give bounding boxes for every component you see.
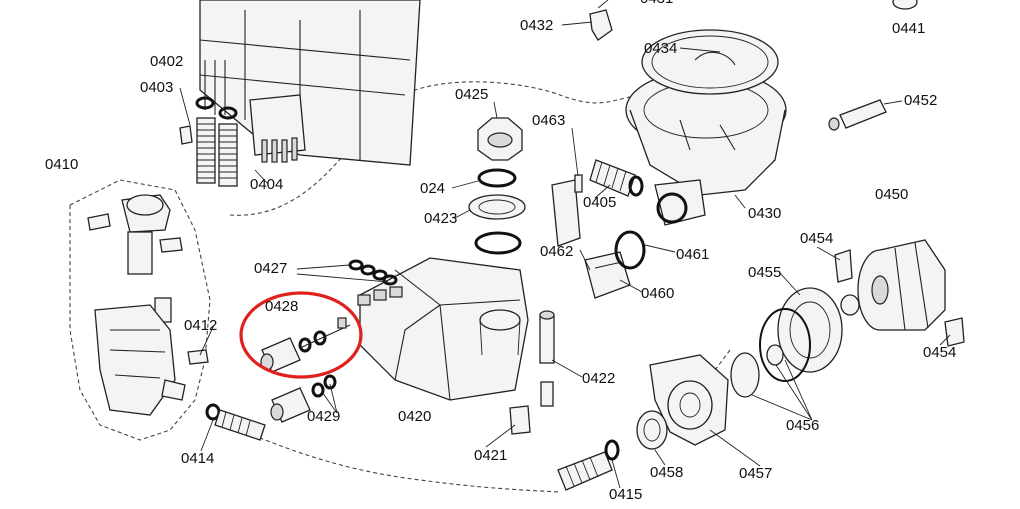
label-0431[interactable]: 0431: [640, 0, 673, 7]
pump-cover-0455: [777, 287, 843, 373]
label-0405[interactable]: 0405: [583, 194, 617, 211]
clip-0405-upper: [574, 174, 583, 193]
valve-0428: [260, 317, 351, 373]
label-0441[interactable]: 0441: [892, 20, 926, 37]
label-0461[interactable]: 0461: [676, 246, 710, 263]
ring-0423: [468, 194, 526, 220]
label-0414[interactable]: 0414: [181, 450, 215, 467]
label-0450[interactable]: 0450: [875, 186, 909, 203]
salt-container-lid-0425: [477, 117, 523, 161]
bracket-0454-top: [834, 249, 853, 283]
label-0457[interactable]: 0457: [739, 465, 773, 482]
coupling-0455: [840, 294, 860, 316]
label-0421[interactable]: 0421: [474, 447, 508, 464]
label-0434[interactable]: 0434: [644, 40, 678, 57]
label-0423[interactable]: 0423: [424, 210, 458, 227]
label-0422[interactable]: 0422: [582, 370, 616, 387]
dashed-connection-bottom: [239, 429, 561, 493]
label-0415[interactable]: 0415: [609, 486, 643, 503]
motor-0460: [584, 251, 631, 299]
hose-0415: [557, 439, 620, 491]
label-0427[interactable]: 0427: [254, 260, 288, 277]
label-0410[interactable]: 0410: [45, 156, 79, 173]
label-0460[interactable]: 0460: [641, 285, 675, 302]
label-0403[interactable]: 0403: [140, 79, 174, 96]
hose-0414: [205, 403, 266, 441]
label-0412[interactable]: 0412: [184, 317, 218, 334]
label-0456[interactable]: 0456: [786, 417, 820, 434]
label-0454-right[interactable]: 0454: [923, 344, 957, 361]
label-0462[interactable]: 0462: [540, 243, 574, 260]
label-0425[interactable]: 0425: [455, 86, 489, 103]
label-0402[interactable]: 0402: [150, 53, 184, 70]
label-0429[interactable]: 0429: [307, 408, 341, 425]
heater-0452: [828, 99, 887, 131]
clip-0421: [509, 405, 531, 435]
bellows-0405: [589, 159, 644, 197]
label-0455[interactable]: 0455: [748, 264, 782, 281]
red-highlight-circle: [239, 291, 363, 379]
circulation-motor-0450: [857, 239, 946, 331]
label-024[interactable]: 024: [420, 180, 446, 197]
label-0463[interactable]: 0463: [532, 112, 566, 129]
label-0404[interactable]: 0404: [250, 176, 284, 193]
sensor-0422: [539, 310, 555, 407]
seal-0461: [614, 230, 646, 270]
part-0432: [589, 9, 613, 41]
bracket-0454-right: [944, 317, 965, 347]
label-0430[interactable]: 0430: [748, 205, 782, 222]
sleeve-0458: [636, 410, 668, 450]
impeller-0456: [730, 352, 760, 398]
seal-ring-lower: [474, 231, 522, 255]
seal-ring-024: [477, 168, 517, 188]
part-0441: [892, 0, 918, 10]
label-0420[interactable]: 0420: [398, 408, 432, 425]
washer-0456: [766, 344, 784, 366]
label-0458[interactable]: 0458: [650, 464, 684, 481]
label-0428[interactable]: 0428: [265, 298, 299, 315]
label-0432[interactable]: 0432: [520, 17, 554, 34]
label-0454-top[interactable]: 0454: [800, 230, 834, 247]
valve-module-0410: [87, 194, 209, 416]
label-0452[interactable]: 0452: [904, 92, 938, 109]
